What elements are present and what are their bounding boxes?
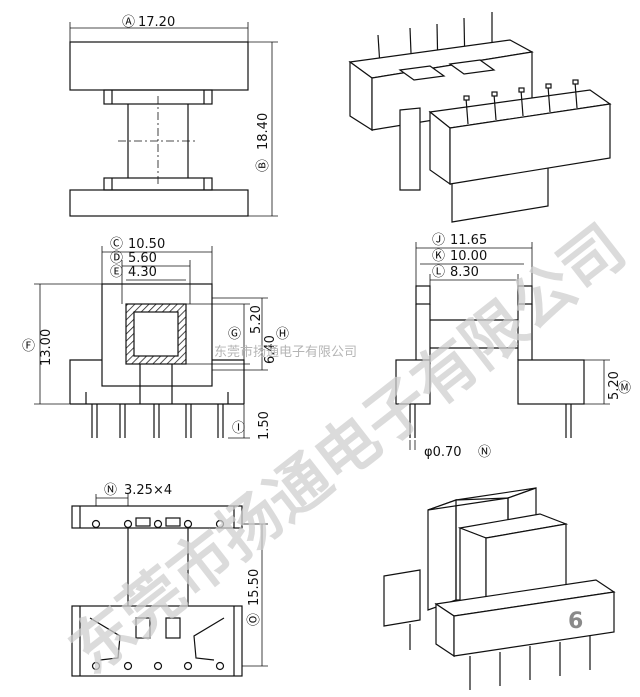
dim-e-value: 4.30 (128, 265, 157, 280)
dim-b-value: 18.40 (256, 113, 271, 150)
dim-d-value: 5.60 (128, 251, 157, 266)
view-top-front (69, 22, 278, 217)
dim-l-value: 8.30 (450, 265, 479, 280)
dim-l-marker: Ⓛ (432, 265, 445, 280)
dim-a-marker: Ⓐ (122, 15, 135, 30)
dim-g-marker: Ⓖ (228, 327, 241, 342)
dim-f-value: 13.00 (39, 329, 54, 366)
view-side (395, 242, 610, 450)
dim-b-marker: Ⓑ (256, 159, 271, 172)
view-front (34, 246, 268, 439)
dim-a-value: 17.20 (138, 15, 175, 30)
dim-f-marker: Ⓕ (22, 339, 35, 354)
dim-n-value: φ0.70 (424, 445, 462, 460)
dim-m-marker: Ⓜ (618, 381, 631, 396)
page-number: 6 (568, 609, 583, 634)
dim-h-value: 6.40 (263, 335, 278, 364)
dim-c-marker: Ⓒ (110, 237, 123, 252)
dim-j-marker: Ⓙ (432, 233, 445, 248)
dim-h-marker: Ⓗ (276, 327, 289, 342)
dim-k-marker: Ⓚ (432, 249, 445, 264)
view-iso-top (348, 12, 612, 223)
dim-m-value: 5.20 (607, 371, 622, 400)
dim-c-value: 10.50 (128, 237, 165, 252)
dim-o-marker: Ⓞ (247, 613, 262, 626)
dim-i-marker: Ⓘ (232, 421, 245, 436)
dim-n2-value: 3.25×4 (124, 483, 172, 498)
dim-o-value: 15.50 (247, 569, 262, 606)
view-iso-bottom (383, 487, 616, 690)
dim-g-value: 5.20 (249, 305, 264, 334)
watermark-small: 东莞市扬通电子有限公司 (214, 344, 357, 360)
dim-e-marker: Ⓔ (110, 265, 123, 280)
dim-n-marker: Ⓝ (478, 445, 491, 460)
view-bottom (71, 494, 268, 677)
dim-j-value: 11.65 (450, 233, 487, 248)
dim-n2-marker: Ⓝ (104, 483, 117, 498)
dim-i-value: 1.50 (257, 411, 272, 440)
dim-k-value: 10.00 (450, 249, 487, 264)
dim-d-marker: Ⓓ (110, 251, 123, 266)
